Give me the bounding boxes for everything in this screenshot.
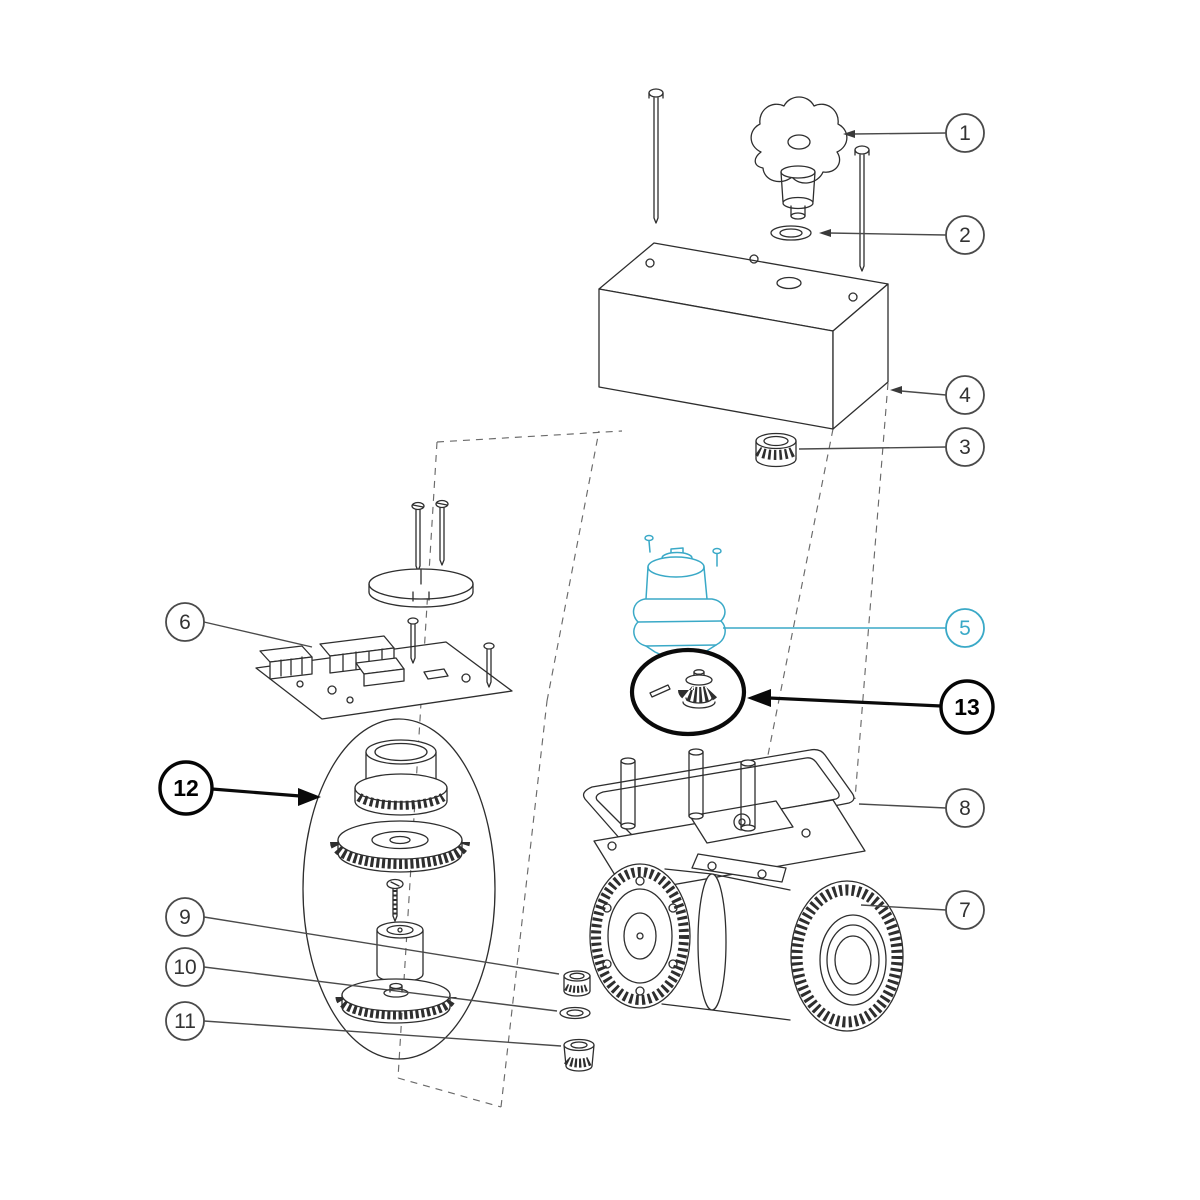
callout-3: 3: [945, 427, 985, 467]
svg-text:13: 13: [954, 694, 980, 720]
part-pinion-gear: [649, 669, 720, 709]
svg-text:6: 6: [179, 611, 191, 634]
leader-12: [211, 787, 321, 806]
svg-text:8: 8: [959, 797, 971, 820]
motor-screw: [712, 547, 722, 567]
leader-2: [819, 229, 947, 237]
callout-7: 7: [945, 890, 985, 930]
detail-pinion-circle: [629, 647, 747, 737]
svg-text:7: 7: [959, 899, 971, 922]
part-gasket: [582, 748, 855, 847]
callout-11: 11: [165, 1001, 205, 1041]
callout-13: 13: [939, 679, 995, 735]
standoff-post: [620, 757, 636, 830]
part-long-screw-right: [854, 145, 870, 272]
leader-8: [858, 803, 947, 809]
callout-1: 1: [945, 113, 985, 153]
part-cam-disc: [368, 499, 474, 608]
leader-1: [843, 130, 947, 138]
svg-text:3: 3: [959, 436, 971, 459]
callout-6: 6: [165, 602, 205, 642]
callout-10: 10: [165, 947, 205, 987]
leader-3: [798, 446, 947, 450]
part-washer-top: [770, 225, 812, 241]
svg-text:10: 10: [173, 956, 196, 979]
mounting-screw: [411, 501, 425, 572]
svg-text:11: 11: [174, 1010, 196, 1033]
svg-text:5: 5: [959, 617, 971, 640]
svg-text:9: 9: [179, 906, 191, 929]
leader-4: [890, 386, 947, 396]
svg-text:4: 4: [959, 384, 971, 407]
callout-12: 12: [158, 760, 214, 816]
standoff-post: [740, 759, 756, 832]
mounting-screw: [435, 499, 449, 566]
callout-9: 9: [165, 897, 205, 937]
leader-11: [203, 1020, 562, 1047]
part-hand-knob: [750, 96, 848, 220]
leader-6: [203, 621, 313, 648]
part-gear-screw: [386, 878, 404, 922]
callout-2: 2: [945, 215, 985, 255]
callout-5: 5: [945, 608, 985, 648]
board-screw: [407, 617, 419, 664]
callouts: 1 2 4 3 5 13 8 7 6 12 9: [158, 113, 995, 1041]
leader-lines: [203, 130, 947, 1047]
part-motor: [632, 534, 726, 675]
leader-7: [860, 904, 947, 911]
motor-screw: [644, 534, 654, 553]
part-shaft-washer: [559, 1006, 591, 1020]
part-circuit-board: [255, 617, 513, 720]
leader-13: [747, 689, 942, 708]
detail-gear-assembly: [302, 718, 496, 1060]
part-long-screw-left: [648, 88, 664, 224]
svg-text:12: 12: [173, 775, 199, 801]
part-main-gear: [330, 820, 470, 873]
board-screw: [483, 642, 495, 688]
part-gear-collar: [354, 739, 448, 816]
part-ball-valve-body: [589, 853, 904, 1032]
part-enclosure-cover: [598, 242, 889, 430]
callout-4: 4: [945, 375, 985, 415]
part-gear-hub: [376, 921, 424, 983]
part-shaft-grommet: [563, 1038, 595, 1072]
callout-8: 8: [945, 788, 985, 828]
svg-text:2: 2: [959, 224, 971, 247]
part-cable-bushing: [755, 432, 797, 468]
leader-9: [203, 916, 560, 975]
part-shaft-bushing: [563, 970, 591, 997]
leader-10: [203, 966, 558, 1012]
svg-text:1: 1: [959, 122, 971, 145]
standoff-post: [688, 748, 704, 820]
